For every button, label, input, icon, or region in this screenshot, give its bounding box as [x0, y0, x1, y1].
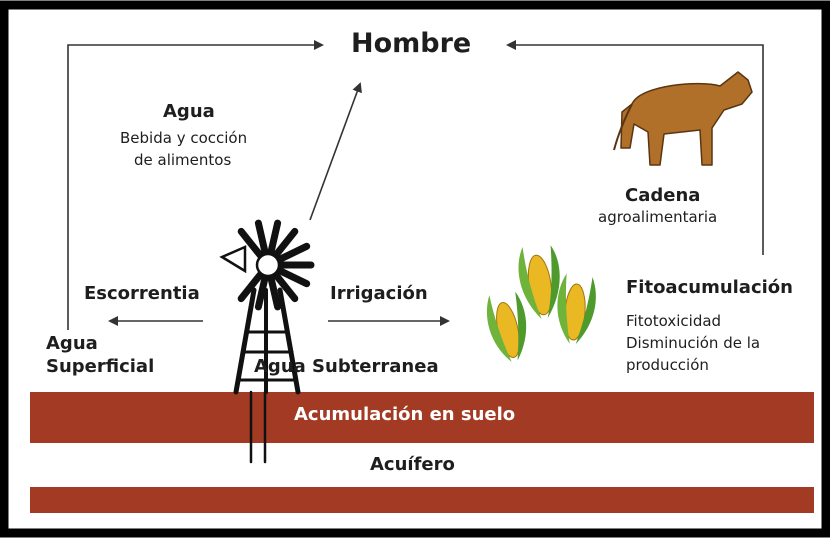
water-description-line-2: de alimentos	[134, 151, 232, 169]
windmill-blade	[237, 227, 264, 260]
phyto-item-2: Disminución de la	[626, 334, 761, 352]
windmill-blade	[275, 266, 311, 288]
windmill-blade	[267, 273, 282, 311]
windmill-icon	[219, 219, 315, 464]
windmill-blade	[272, 270, 299, 303]
windmill-blade	[275, 242, 311, 264]
soil-band-label: Acumulación en suelo	[294, 404, 516, 425]
surface-water-line-2: Superficial	[46, 356, 155, 377]
cow-icon	[613, 71, 753, 166]
phyto-item-3: producción	[626, 356, 709, 374]
aquifer-band	[30, 487, 814, 513]
runoff-label: Escorrentia	[84, 283, 200, 304]
groundwater-label: Agua Subterranea	[254, 356, 439, 377]
aquifer-label: Acuífero	[370, 454, 455, 475]
windmill-blade	[272, 227, 299, 260]
water-description-line-1: Bebida y cocción	[120, 129, 248, 147]
arrow-chain-to-man	[506, 40, 764, 255]
chain-subtitle: agroalimentaria	[598, 208, 718, 226]
windmill-blade	[254, 219, 269, 257]
phyto-heading: Fitoacumulación	[626, 277, 793, 298]
title-hombre: Hombre	[351, 28, 472, 59]
corn-icon	[486, 245, 596, 362]
windmill-blade	[237, 270, 264, 303]
arrow-water-to-man	[309, 82, 362, 221]
chain-heading: Cadena	[625, 185, 701, 206]
surface-water-line-1: Agua	[46, 333, 98, 354]
arrow-surface-to-man	[67, 40, 324, 330]
soil-band	[30, 392, 814, 443]
irrigation-label: Irrigación	[330, 283, 428, 304]
windmill-blade	[267, 219, 282, 257]
water-heading: Agua	[163, 101, 215, 122]
flow-arrows	[67, 40, 764, 330]
windmill-blade	[254, 273, 269, 311]
phyto-item-1: Fitotoxicidad	[626, 312, 722, 330]
